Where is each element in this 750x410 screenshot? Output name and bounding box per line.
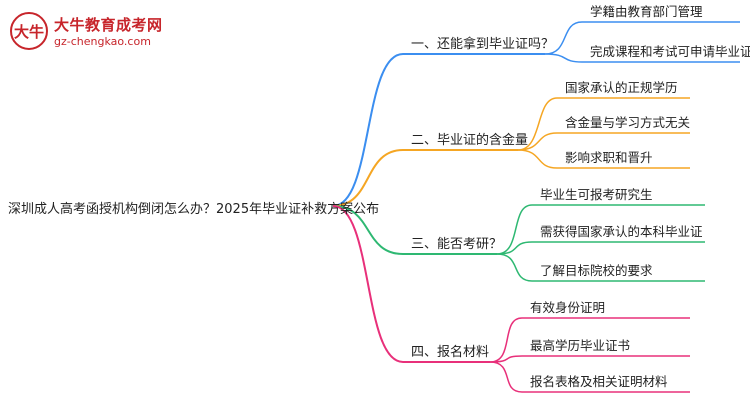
- leaf-topic: 报名表格及相关证明材料: [530, 374, 668, 389]
- logo-mark-icon: 大牛: [10, 12, 48, 50]
- site-logo: 大牛 大牛教育成考网 gz-chengkao.com: [8, 10, 168, 54]
- branch-topic: 二、毕业证的含金量: [411, 132, 528, 148]
- branch-connector: [332, 149, 404, 207]
- leaf-connector: [496, 204, 533, 255]
- leaf-connector: [517, 149, 558, 169]
- leaf-connector: [544, 53, 583, 63]
- leaf-connector: [544, 21, 583, 55]
- branch-topic: 一、还能拿到毕业证吗？: [411, 36, 554, 52]
- leaf-topic: 了解目标院校的要求: [540, 263, 653, 278]
- leaf-topic: 需获得国家承认的本科毕业证: [540, 224, 703, 239]
- leaf-topic: 有效身份证明: [530, 300, 605, 315]
- branch-connector: [332, 205, 404, 363]
- leaf-connector: [496, 241, 533, 255]
- leaf-connector: [517, 132, 558, 151]
- leaf-topic: 含金量与学习方式无关: [565, 115, 690, 130]
- branch-topic: 四、报名材料: [411, 344, 489, 360]
- root-topic: 深圳成人高考函授机构倒闭怎么办？2025年毕业证补救方案公布: [8, 201, 379, 217]
- branch-connector: [332, 53, 404, 207]
- branch-connector: [332, 205, 404, 255]
- logo-url: gz-chengkao.com: [54, 35, 151, 48]
- leaf-topic: 学籍由教育部门管理: [590, 4, 703, 19]
- leaf-connector: [489, 361, 523, 393]
- leaf-connector: [489, 317, 523, 363]
- leaf-connector: [517, 97, 558, 151]
- leaf-connector: [496, 253, 533, 282]
- leaf-topic: 影响求职和晋升: [565, 150, 653, 165]
- leaf-topic: 完成课程和考试可申请毕业证: [590, 44, 750, 59]
- branch-topic: 三、能否考研？: [411, 237, 502, 252]
- leaf-topic: 毕业生可报考研究生: [540, 187, 653, 202]
- logo-title: 大牛教育成考网: [54, 16, 163, 34]
- leaf-topic: 最高学历毕业证书: [530, 338, 630, 353]
- leaf-topic: 国家承认的正规学历: [565, 80, 678, 95]
